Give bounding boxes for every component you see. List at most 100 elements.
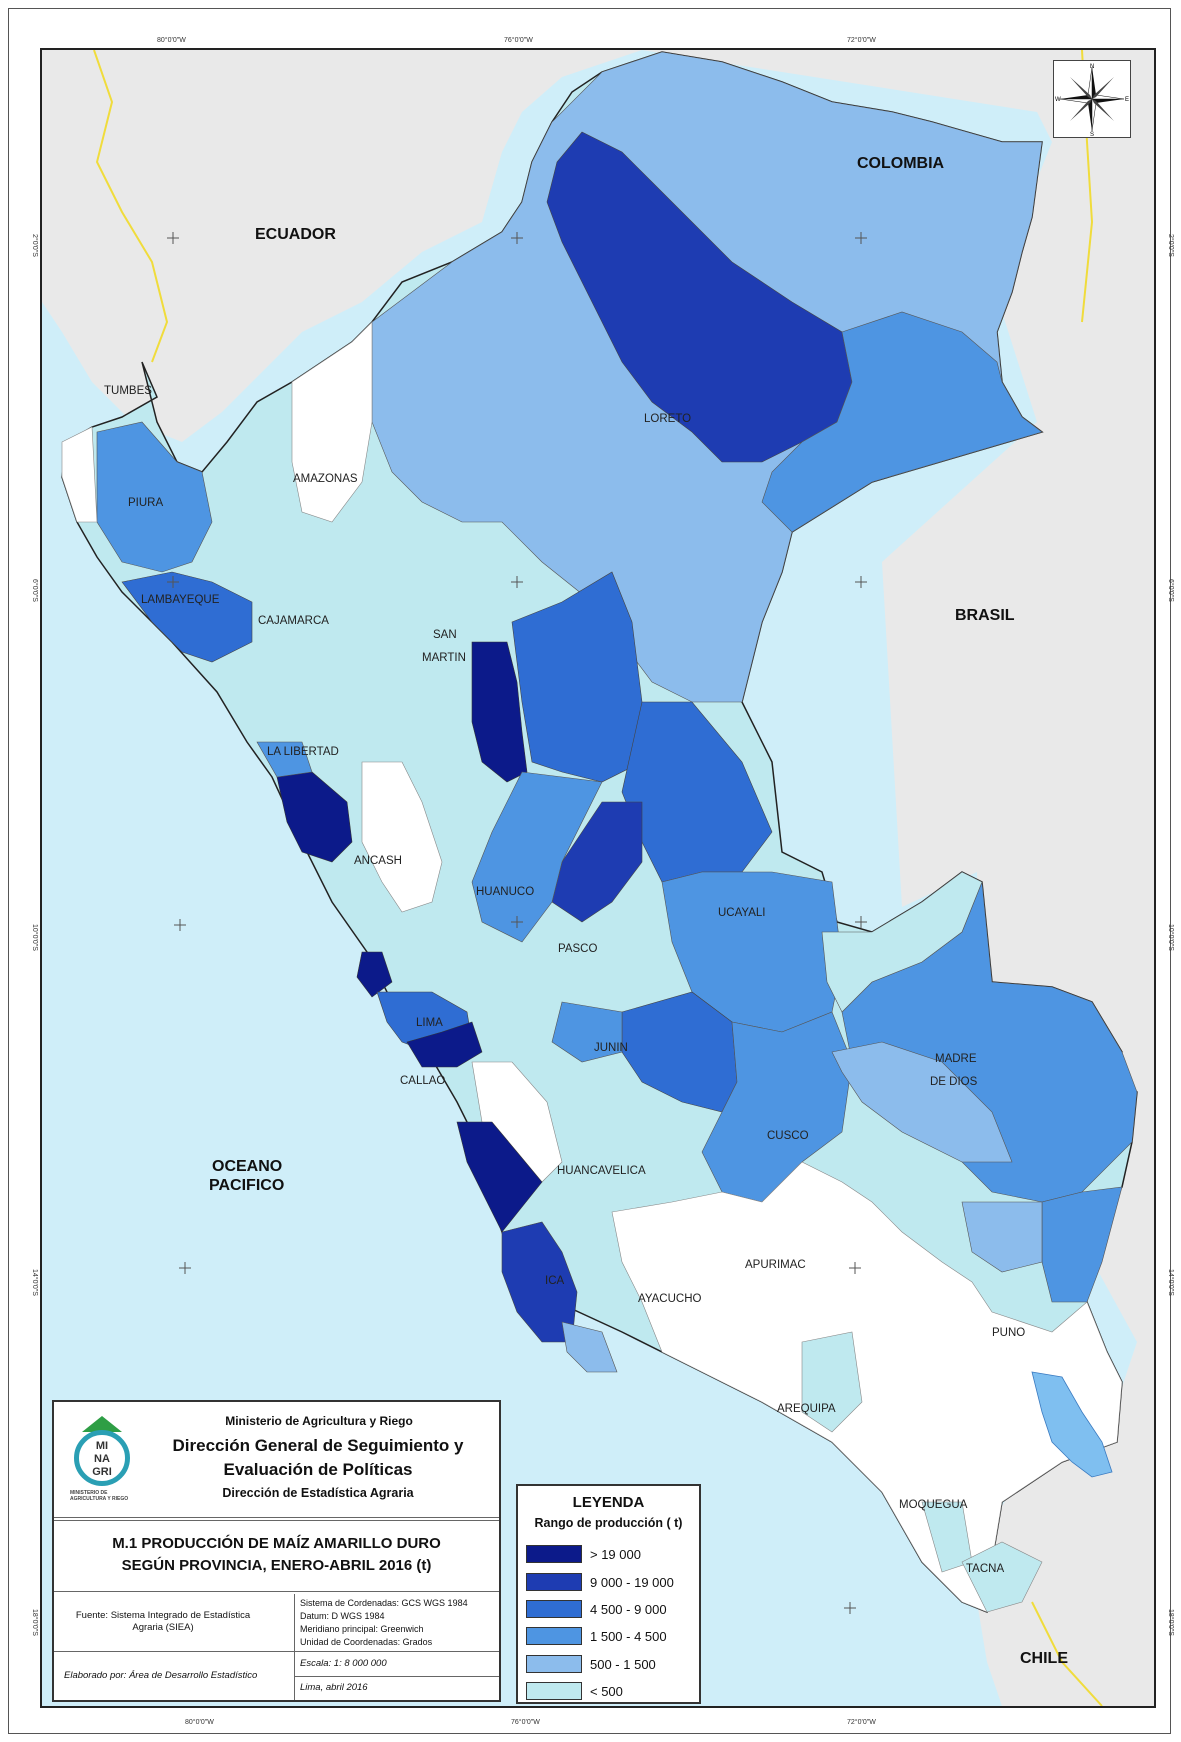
coord-right-2s: 2°0'0"S (1167, 234, 1174, 257)
legend-swatch (526, 1627, 582, 1645)
label-huancavelica: HUANCAVELICA (557, 1165, 646, 1177)
label-tumbes: TUMBES (104, 385, 152, 397)
legend-swatch (526, 1682, 582, 1700)
region-19000-sanmartin (471, 641, 528, 783)
label-san: SAN (433, 629, 457, 641)
legend-item: > 19 000 (526, 1544, 641, 1564)
footer-section: Elaborado por: Área de Desarrollo Estadí… (54, 1652, 499, 1700)
coord-left-6s: 6°0'0"S (31, 579, 38, 602)
region-1500-4500-puno (1041, 1186, 1123, 1303)
legend-label: < 500 (590, 1683, 623, 1699)
region-white-northwest (61, 426, 98, 523)
label-ocean-2: PACIFICO (209, 1177, 284, 1194)
map-date: Lima, abril 2016 (300, 1682, 368, 1693)
label-colombia: COLOMBIA (857, 155, 945, 172)
label-chile: CHILE (1020, 1650, 1068, 1667)
label-tacna: TACNA (966, 1563, 1004, 1575)
coord-top-80w: 80°0'0"W (157, 37, 186, 44)
region-4500-9000-loreto-east (761, 311, 1043, 533)
lake-titicaca (1031, 1371, 1113, 1478)
label-ancash: ANCASH (354, 855, 402, 867)
ministry-name: Ministerio de Agricultura y Riego (225, 1414, 413, 1428)
elaborated-by: Elaborado por: Área de Desarrollo Estadí… (64, 1670, 258, 1681)
coord-top-72w: 72°0'0"W (847, 37, 876, 44)
map-scale: Escala: 1: 8 000 000 (300, 1658, 387, 1669)
label-dedios: DE DIOS (930, 1076, 978, 1088)
map-title-block: MI NA GRI MINISTERIO DE AGRICULTURA Y RI… (52, 1400, 501, 1702)
label-ocean-1: OCEANO (212, 1158, 282, 1175)
label-lima: LIMA (416, 1017, 443, 1029)
institution-section: MI NA GRI MINISTERIO DE AGRICULTURA Y RI… (54, 1402, 499, 1518)
region-19000-lima-south (406, 1021, 483, 1068)
logo-text-3: GRI (92, 1466, 112, 1478)
region-white-amazonas (291, 321, 373, 523)
legend-item: 9 000 - 19 000 (526, 1572, 674, 1592)
legend-label: 500 - 1 500 (590, 1656, 656, 1672)
legend-item: 1 500 - 4 500 (526, 1626, 667, 1646)
label-moquegua: MOQUEGUA (899, 1499, 968, 1511)
peru-map-svg: COLOMBIA ECUADOR BRASIL CHILE OCEANO PAC… (42, 50, 1154, 1706)
coord-right-6s: 6°0'0"S (1167, 579, 1174, 602)
label-puno: PUNO (992, 1327, 1025, 1339)
legend-swatch (526, 1600, 582, 1618)
legend-subtitle: Rango de producción ( t) (534, 1516, 683, 1530)
label-huanuco: HUANUCO (476, 886, 534, 898)
coord-left-2s: 2°0'0"S (31, 234, 38, 257)
map-title-section: M.1 PRODUCCIÓN DE MAÍZ AMARILLO DURO SEG… (54, 1520, 499, 1592)
region-1500-4500-ica-south (561, 1321, 618, 1373)
legend-swatch (526, 1655, 582, 1673)
region-500-1500-puno (961, 1201, 1043, 1273)
svg-text:S: S (1090, 132, 1094, 137)
region-under500-arequipa (801, 1331, 863, 1433)
border-line-ecuador (93, 50, 169, 363)
legend-title: LEYENDA (572, 1494, 645, 1511)
label-arequipa: AREQUIPA (777, 1403, 836, 1415)
label-apurimac: APURIMAC (745, 1259, 806, 1271)
label-cusco: CUSCO (767, 1130, 809, 1142)
label-lalibertad: LA LIBERTAD (267, 746, 339, 758)
region-500-1500-madrededios (831, 1041, 1013, 1163)
tech-line-3: Meridiano principal: Greenwich (300, 1624, 424, 1634)
legend-box: LEYENDA Rango de producción ( t) > 19 00… (516, 1484, 701, 1704)
coord-right-10s: 10°0'0"S (1167, 924, 1174, 951)
label-callao: CALLAO (400, 1075, 445, 1087)
label-junin: JUNIN (594, 1042, 628, 1054)
map-canvas[interactable]: COLOMBIA ECUADOR BRASIL CHILE OCEANO PAC… (40, 48, 1156, 1708)
region-1500-4500-pasco (471, 771, 603, 943)
region-19000-canete (456, 1121, 543, 1233)
legend-swatch (526, 1545, 582, 1563)
direction-line-2: Evaluación de Políticas (223, 1460, 413, 1479)
label-ayacucho: AYACUCHO (638, 1293, 702, 1305)
coord-left-10s: 10°0'0"S (31, 924, 38, 951)
region-white-south (611, 1161, 1123, 1613)
label-loreto: LORETO (644, 413, 691, 425)
tech-line-4: Unidad de Coordenadas: Grados (300, 1637, 433, 1647)
north-arrow-icon: N S W E (1055, 64, 1129, 138)
coord-bottom-80w: 80°0'0"W (185, 1719, 214, 1726)
map-title-line-2: SEGÚN PROVINCIA, ENERO-ABRIL 2016 (t) (121, 1557, 432, 1574)
label-ucayali: UCAYALI (718, 907, 766, 919)
region-9000-19000-loreto (546, 131, 853, 463)
legend-item: 500 - 1 500 (526, 1654, 656, 1674)
direction-line-1: Dirección General de Seguimiento y (172, 1436, 464, 1455)
label-madre: MADRE (935, 1053, 977, 1065)
region-1500-4500-lalibertad (256, 741, 313, 778)
label-amazonas: AMAZONAS (293, 473, 358, 485)
legend-swatch (526, 1573, 582, 1591)
direction-subtitle: Dirección de Estadística Agraria (222, 1486, 414, 1500)
tech-line-1: Sistema de Cordenadas: GCS WGS 1984 (300, 1598, 468, 1608)
legend-label: 9 000 - 19 000 (590, 1574, 674, 1590)
region-4500-9000-lambayeque (121, 571, 253, 663)
coord-left-14s: 14°0'0"S (31, 1269, 38, 1296)
coord-right-14s: 14°0'0"S (1167, 1269, 1174, 1296)
tech-line-2: Datum: D WGS 1984 (300, 1611, 385, 1621)
region-1500-4500-junin (551, 1001, 623, 1063)
coord-left-18s: 18°0'0"S (31, 1609, 38, 1636)
legend-item: < 500 (526, 1681, 623, 1701)
region-white-ancash (361, 761, 443, 913)
legend-label: 4 500 - 9 000 (590, 1601, 667, 1617)
svg-text:N: N (1090, 64, 1094, 70)
minagri-logo: MI NA GRI MINISTERIO DE AGRICULTURA Y RI… (64, 1416, 142, 1508)
logo-subtitle: MINISTERIO DE AGRICULTURA Y RIEGO (70, 1490, 129, 1502)
coord-bottom-72w: 72°0'0"W (847, 1719, 876, 1726)
